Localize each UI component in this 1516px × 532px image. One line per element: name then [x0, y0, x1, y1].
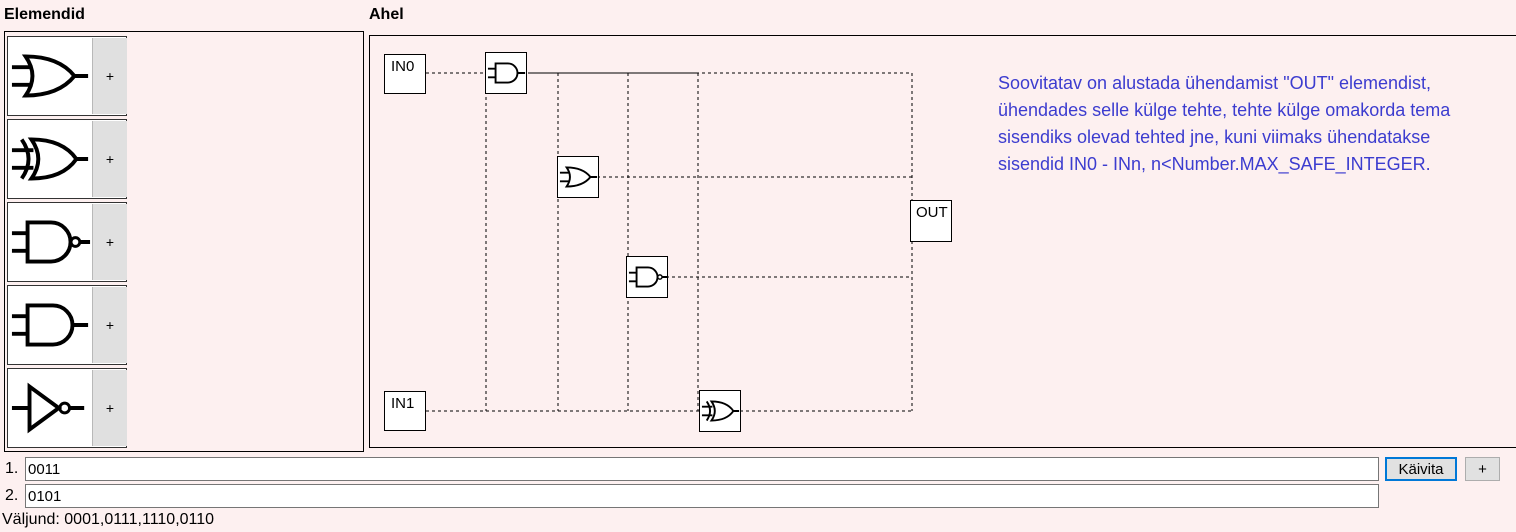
- nand-gate-node[interactable]: [626, 256, 668, 298]
- element-item-xor[interactable]: +: [7, 119, 127, 199]
- element-item-and[interactable]: +: [7, 285, 127, 365]
- output-node-label: OUT: [916, 204, 948, 221]
- row-number: 1.: [5, 460, 19, 477]
- wires: [426, 72, 913, 412]
- add-xor-button[interactable]: +: [92, 121, 127, 197]
- output-label: Väljund:: [2, 511, 60, 528]
- add-not-button[interactable]: +: [92, 370, 127, 446]
- and-gate-node[interactable]: [485, 52, 527, 94]
- input-row-1-field[interactable]: [25, 457, 1379, 481]
- add-or-button[interactable]: +: [92, 38, 127, 114]
- element-item-not[interactable]: +: [7, 368, 127, 448]
- element-item-or[interactable]: +: [7, 36, 127, 116]
- circuit-canvas[interactable]: IN0 IN1 OUT Soovitatav on alustada ühend…: [369, 35, 1516, 448]
- hint-text: Soovitatav on alustada ühendamist "OUT" …: [998, 73, 1451, 174]
- nand-gate-icon: [628, 257, 668, 297]
- element-item-nand[interactable]: +: [7, 202, 127, 282]
- input-node-label: IN1: [391, 395, 415, 412]
- or-gate-icon: [10, 39, 92, 113]
- add-nand-button[interactable]: +: [92, 204, 127, 280]
- run-button[interactable]: Käivita: [1385, 457, 1457, 481]
- circuit-title: Ahel: [369, 6, 404, 23]
- xor-gate-node[interactable]: [699, 390, 741, 432]
- add-and-button[interactable]: +: [92, 287, 127, 363]
- elements-panel: + + + + +: [4, 31, 364, 452]
- and-gate-icon: [10, 288, 92, 362]
- input-row-2-field[interactable]: [25, 484, 1379, 508]
- elements-title: Elemendid: [4, 6, 85, 23]
- or-gate-node[interactable]: [557, 156, 599, 198]
- input-node-in0[interactable]: IN0: [384, 54, 426, 94]
- row-number: 2.: [5, 487, 19, 504]
- xor-gate-icon: [10, 122, 92, 196]
- xor-gate-icon: [701, 391, 741, 431]
- output-node[interactable]: OUT: [910, 200, 952, 242]
- add-row-button[interactable]: +: [1465, 457, 1500, 481]
- not-gate-icon: [10, 371, 92, 445]
- output-value: 0001,0111,1110,0110: [64, 511, 215, 528]
- input-node-label: IN0: [391, 58, 415, 75]
- and-gate-icon: [487, 53, 527, 93]
- or-gate-icon: [559, 157, 599, 197]
- output-line: Väljund: 0001,0111,1110,0110: [2, 511, 214, 529]
- nand-gate-icon: [10, 205, 92, 279]
- input-node-in1[interactable]: IN1: [384, 391, 426, 431]
